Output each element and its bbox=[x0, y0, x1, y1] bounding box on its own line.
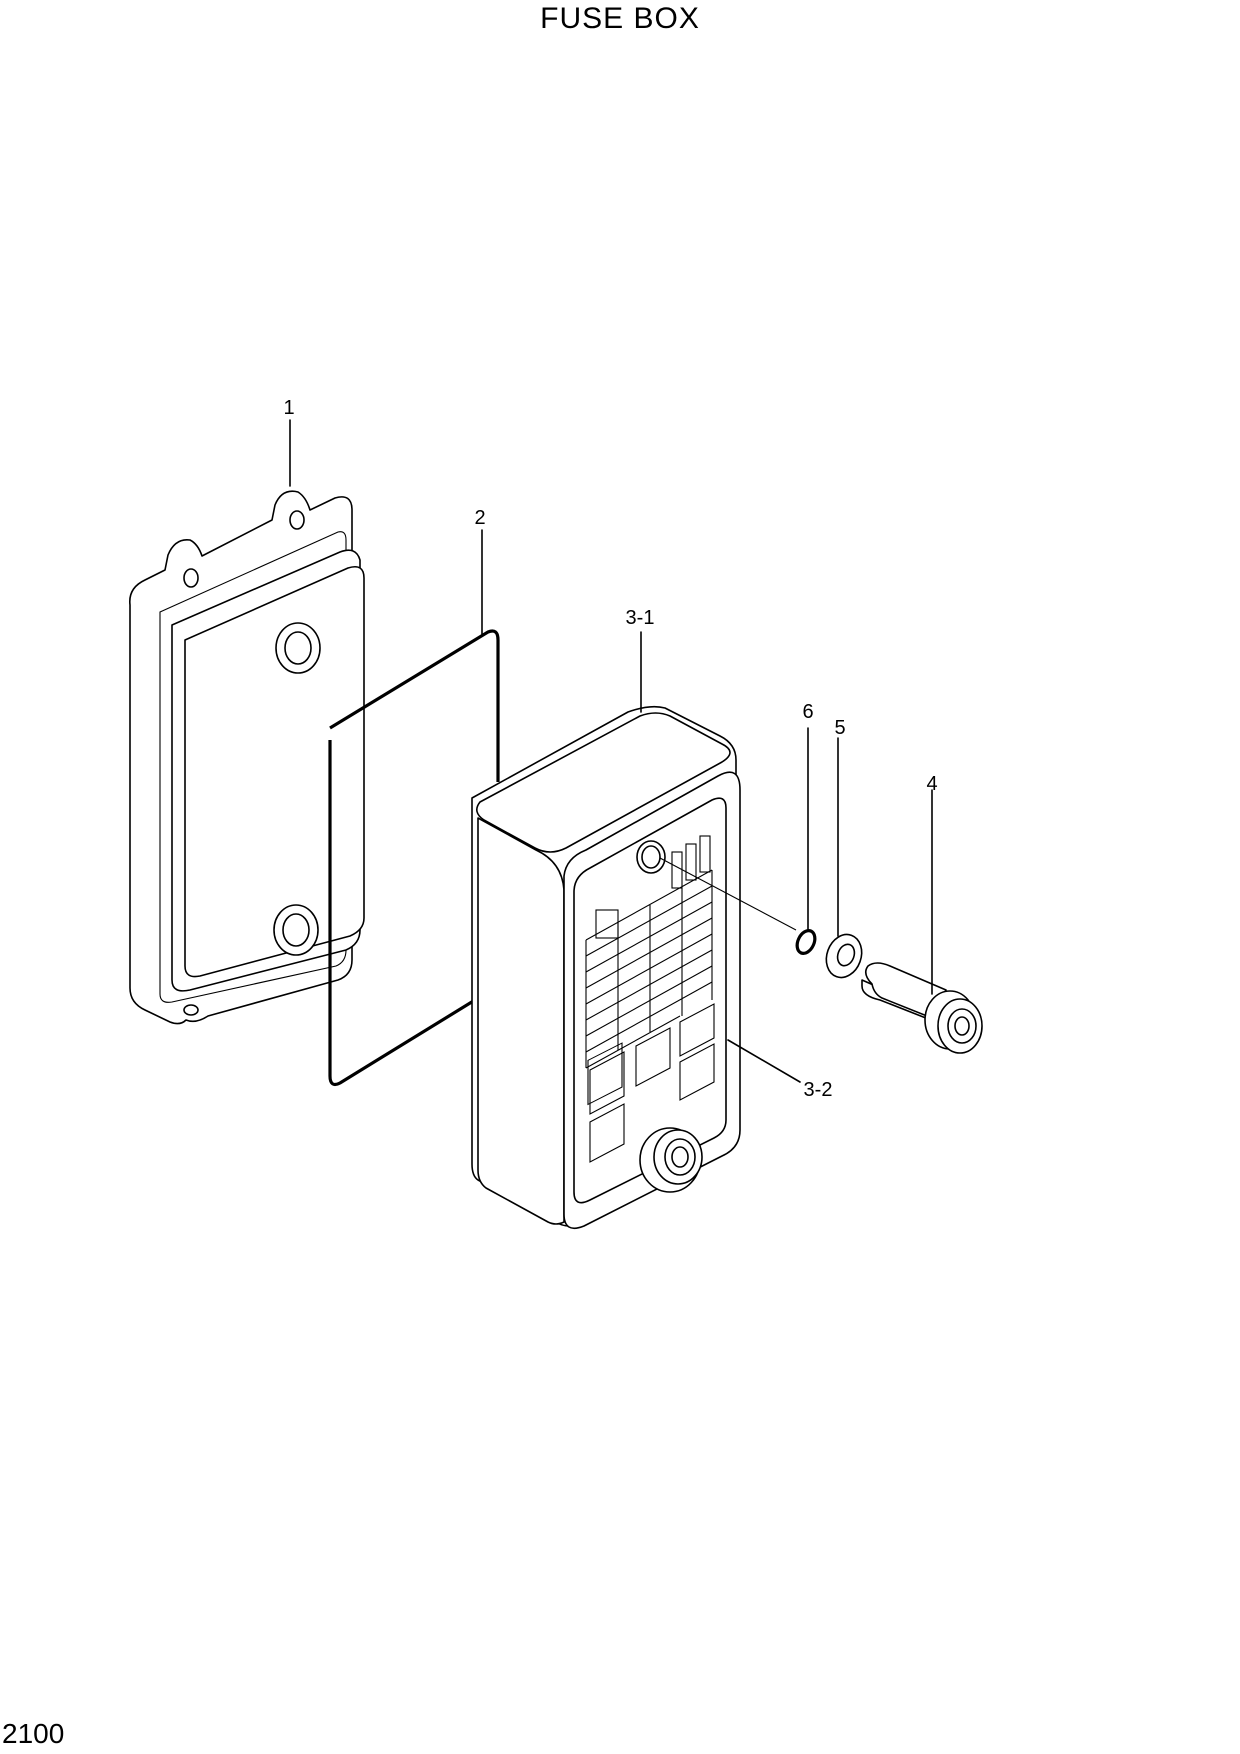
page-number: 2100 bbox=[2, 1718, 65, 1749]
callout-2: 2 bbox=[474, 507, 485, 529]
callout-3-2: 3-2 bbox=[804, 1079, 833, 1101]
page-title: FUSE BOX bbox=[540, 2, 700, 35]
callout-6: 6 bbox=[802, 701, 813, 723]
part-5-washer[interactable] bbox=[821, 930, 868, 983]
callout-3-1: 3-1 bbox=[626, 607, 655, 629]
part-3-1-fuse-box[interactable] bbox=[471, 705, 741, 1230]
callout-1: 1 bbox=[283, 397, 294, 419]
part-6-o-ring[interactable] bbox=[794, 928, 819, 957]
callout-5: 5 bbox=[834, 717, 845, 739]
boss-to-oring-leader bbox=[659, 857, 797, 931]
callout-leaders bbox=[289, 419, 933, 1083]
part-4-knob-bolt[interactable] bbox=[861, 962, 983, 1054]
callout-4: 4 bbox=[926, 773, 937, 795]
part-1-base[interactable] bbox=[128, 490, 365, 1025]
part-2-gasket[interactable] bbox=[328, 629, 500, 1087]
